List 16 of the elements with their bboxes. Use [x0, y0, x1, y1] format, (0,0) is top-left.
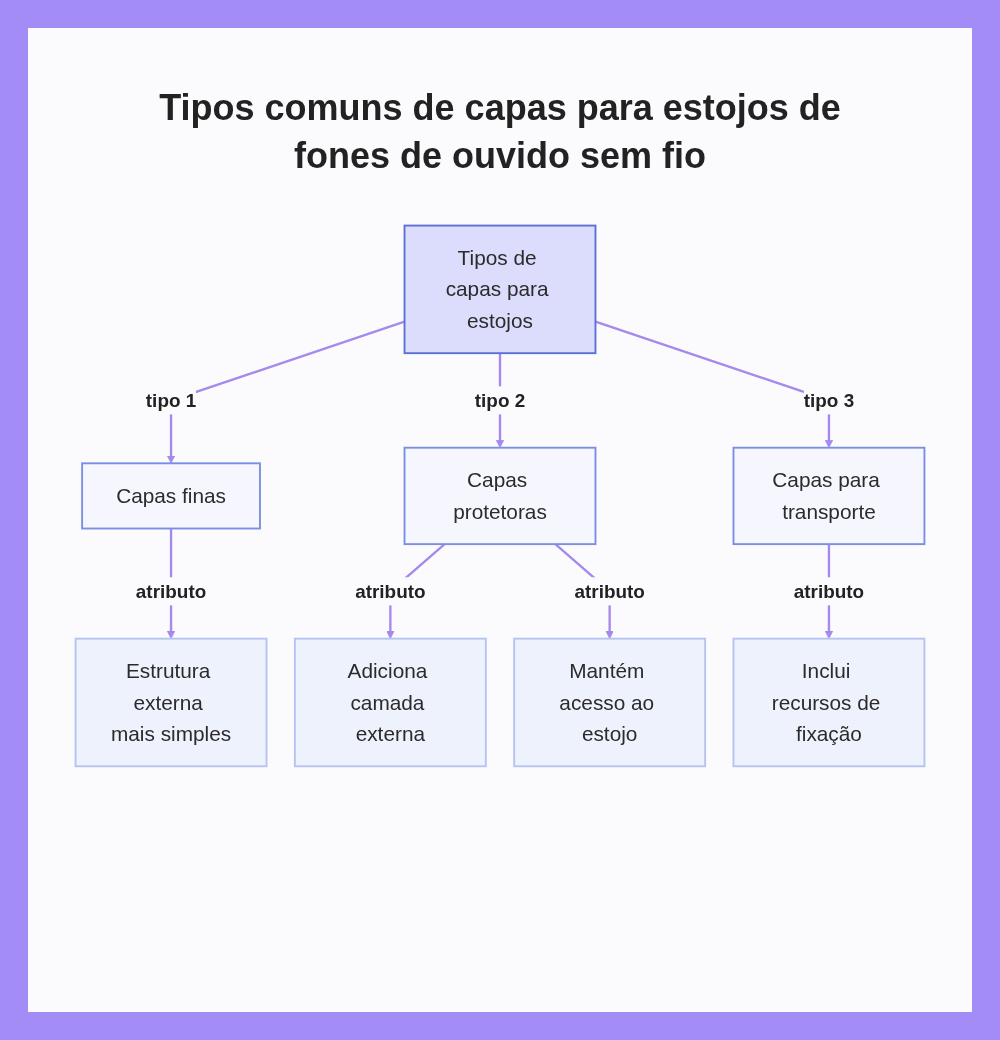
edge-label: tipo 2: [474, 390, 526, 411]
node-box: Estrutura externa mais simples: [74, 637, 268, 768]
node-box: Mantém acesso ao estojo: [513, 637, 707, 768]
node-box: Adiciona camada externa: [293, 637, 487, 768]
edge-label: atributo: [574, 580, 645, 602]
edge-label: tipo 3: [803, 390, 855, 411]
diagram-title: Tipos comuns de capas para estojos de fones de ouvido sem fio: [158, 86, 842, 178]
edge-label: atributo: [355, 580, 426, 602]
node-box: Capas finas: [81, 462, 261, 530]
node-box: Capas para transporte: [732, 446, 926, 546]
edge-label: atributo: [793, 580, 865, 602]
node-box: Tipos de capas para estojos: [403, 224, 597, 355]
node-box: Capas protetoras: [403, 446, 597, 546]
node-box: Inclui recursos de fixação: [732, 637, 926, 768]
edge-label: atributo: [135, 580, 207, 602]
edge-label: tipo 1: [145, 390, 197, 411]
